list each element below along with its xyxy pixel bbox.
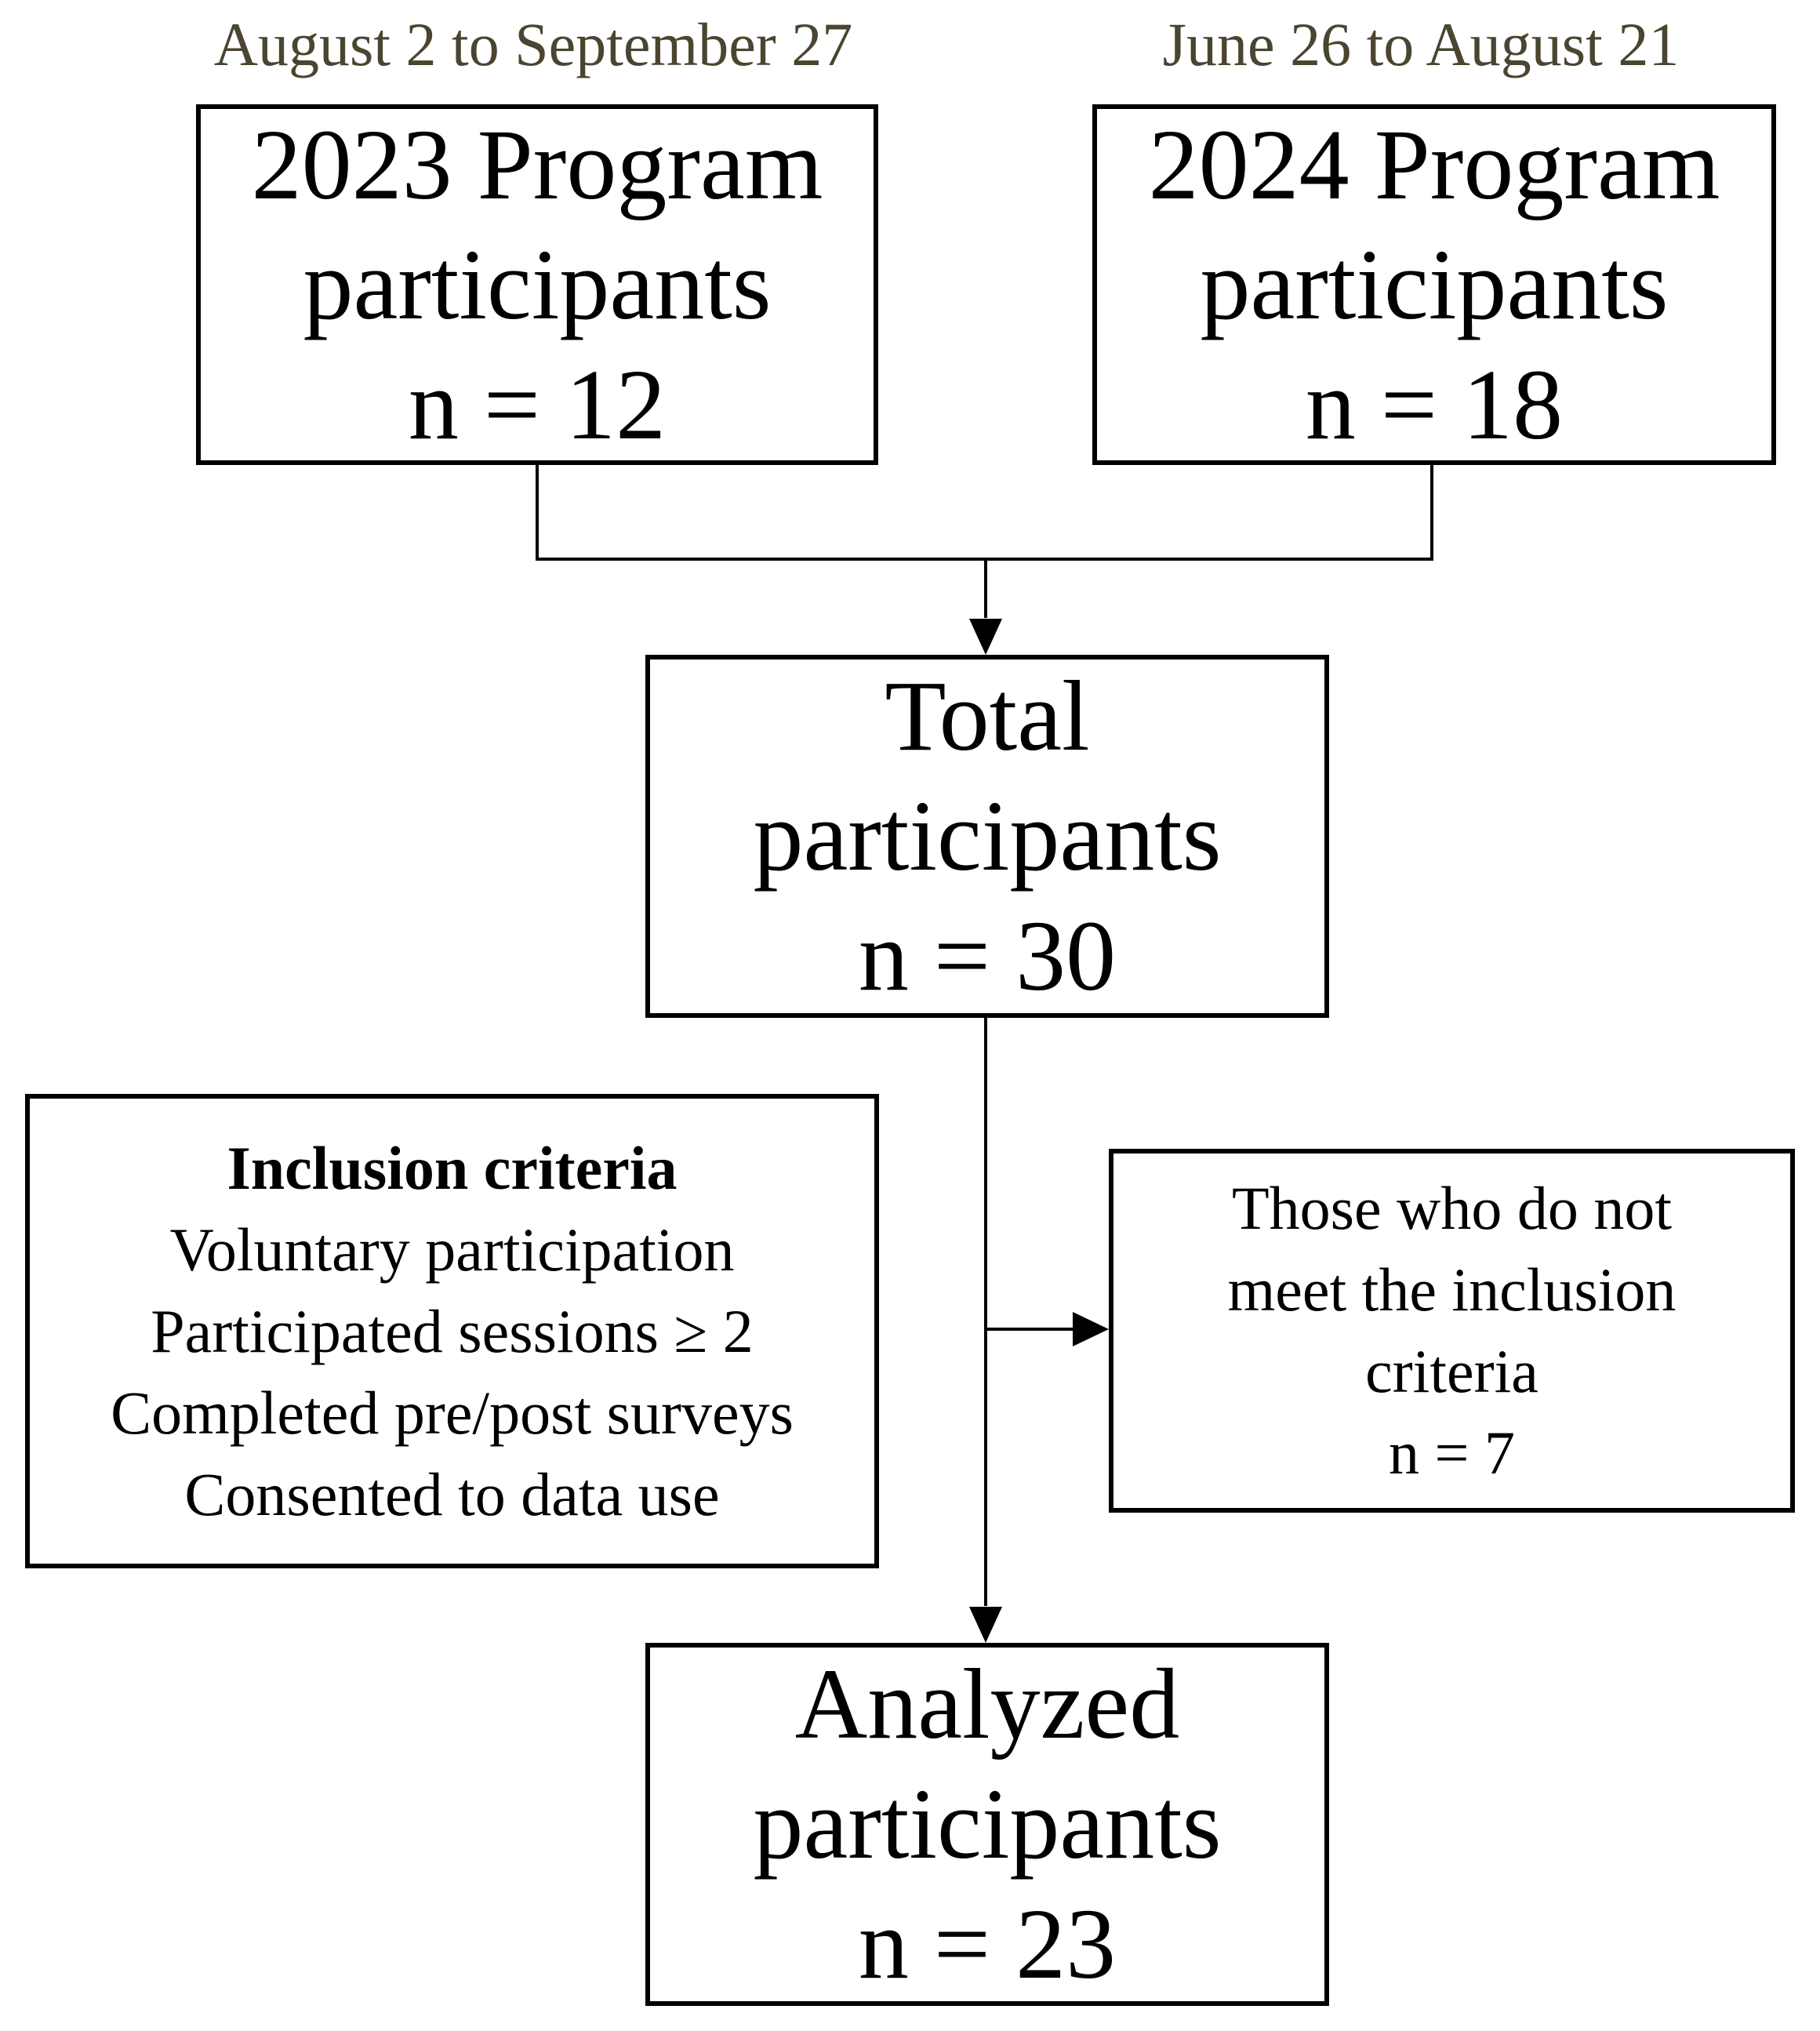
- box-excluded: Those who do not meet the inclusion crit…: [1109, 1149, 1795, 1513]
- inclusion-item: Voluntary participation: [169, 1215, 735, 1284]
- box-2024-subtitle: participants: [1200, 228, 1669, 340]
- excluded-line: criteria: [1365, 1337, 1538, 1405]
- inclusion-item: Participated sessions ≥ 2: [151, 1296, 754, 1365]
- date-range-2024: June 26 to August 21: [1162, 10, 1680, 78]
- box-analyzed-title: Analyzed: [794, 1648, 1180, 1760]
- inclusion-item: Completed pre/post surveys: [111, 1378, 794, 1447]
- excluded-line: Those who do not: [1231, 1174, 1673, 1242]
- box-2023-count: n = 12: [408, 348, 667, 460]
- excluded-line: meet the inclusion: [1227, 1255, 1677, 1324]
- box-2023-subtitle: participants: [303, 228, 772, 340]
- merge-connector: [536, 464, 1433, 561]
- inclusion-item: Consented to data use: [184, 1459, 720, 1528]
- box-2023-title: 2023 Program: [251, 108, 823, 220]
- arrowhead-total: [969, 619, 1002, 655]
- box-total-title: Total: [885, 660, 1090, 772]
- box-2024-program: 2024 Program participants n = 18: [1092, 104, 1776, 465]
- arrowhead-excluded: [1073, 1312, 1109, 1346]
- box-2023-program: 2023 Program participants n = 12: [196, 104, 878, 465]
- box-total-subtitle: participants: [753, 780, 1222, 892]
- box-inclusion-criteria: Inclusion criteria Voluntary participati…: [25, 1094, 879, 1568]
- box-analyzed: Analyzed participants n = 23: [645, 1643, 1329, 2006]
- arrowhead-analyzed: [969, 1607, 1002, 1643]
- box-total: Total participants n = 30: [645, 655, 1329, 1018]
- box-analyzed-count: n = 23: [858, 1888, 1117, 2000]
- box-2024-count: n = 18: [1305, 348, 1564, 460]
- excluded-count: n = 7: [1389, 1419, 1515, 1487]
- inclusion-heading: Inclusion criteria: [227, 1133, 678, 1202]
- box-total-count: n = 30: [858, 900, 1117, 1012]
- date-range-2023: August 2 to September 27: [213, 10, 853, 78]
- box-analyzed-subtitle: participants: [753, 1768, 1222, 1880]
- box-2024-title: 2024 Program: [1148, 108, 1720, 220]
